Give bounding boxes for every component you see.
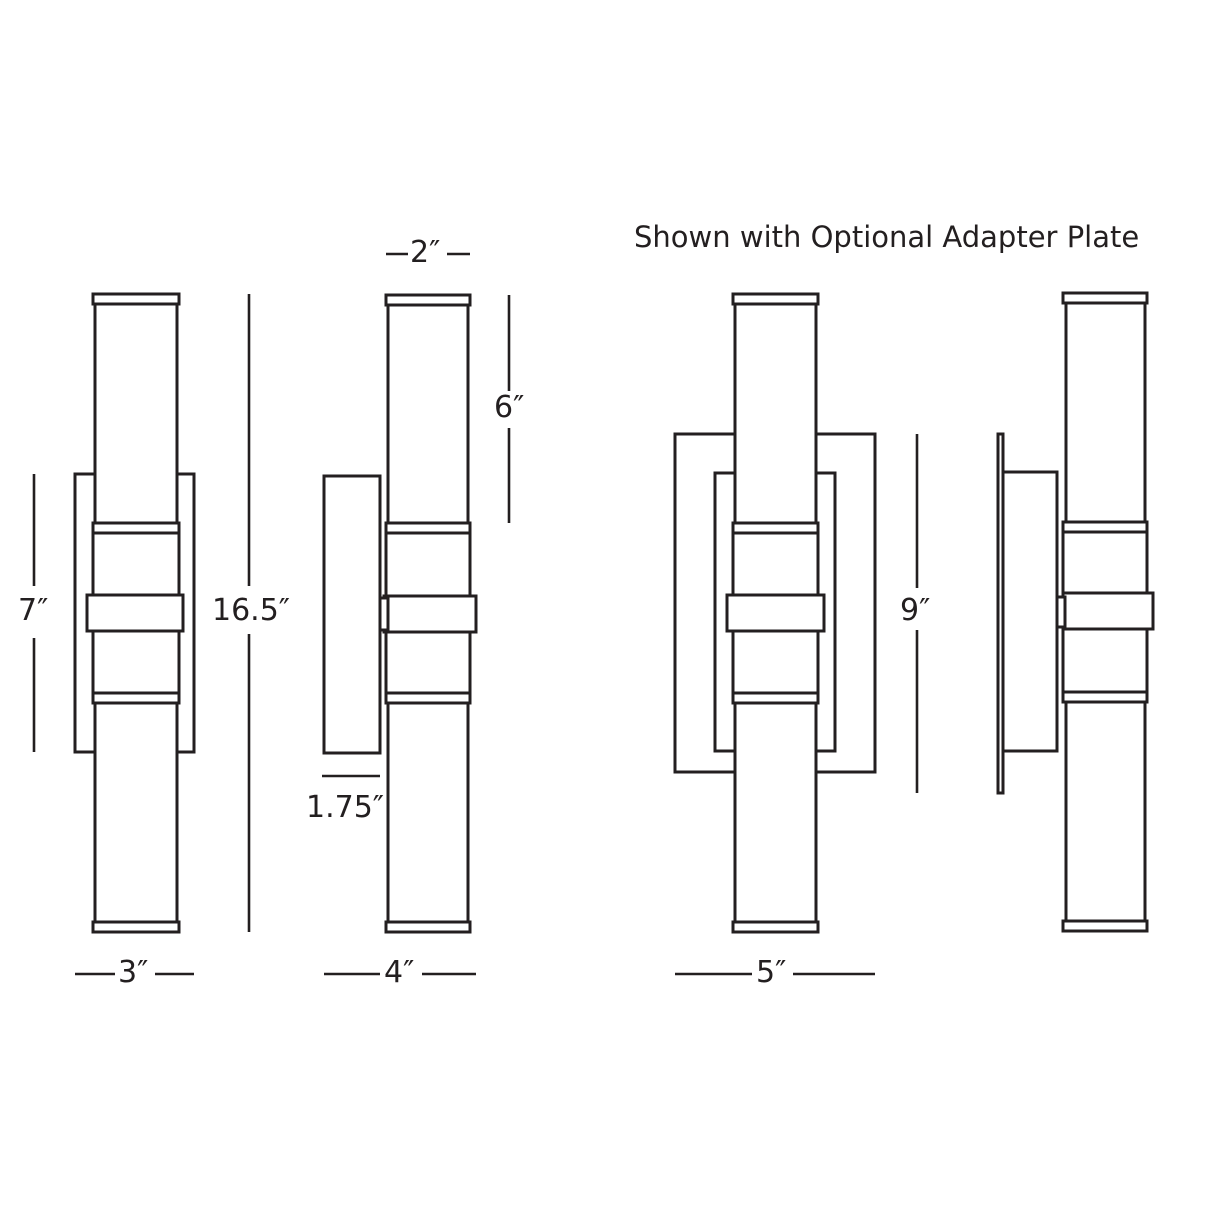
backplate-side: [1001, 470, 1059, 753]
dim-label-5: 5″: [756, 955, 787, 990]
center-band: [382, 594, 478, 634]
center-band: [85, 593, 185, 633]
top-cap: [731, 292, 820, 306]
top-cap: [91, 292, 181, 306]
front-view-with-adapter: [673, 292, 919, 976]
upper-shade: [386, 303, 470, 525]
front-view: [32, 292, 251, 976]
lower-shade: [93, 701, 179, 924]
center-band: [1061, 591, 1155, 631]
upper-shade: [733, 302, 818, 525]
side-view-with-adapter: [996, 291, 1155, 933]
lower-shade: [386, 701, 470, 924]
upper-shade: [93, 301, 179, 525]
bottom-cap: [384, 920, 472, 934]
adapter-plate-caption: Shown with Optional Adapter Plate: [634, 220, 1140, 254]
bottom-cap: [731, 920, 820, 934]
dim-label-7: 7″: [18, 593, 49, 628]
mount-stub: [1055, 595, 1067, 629]
backplate-side: [322, 474, 382, 755]
dim-label-6: 6″: [494, 390, 525, 425]
top-cap: [1061, 291, 1149, 305]
bottom-cap: [1061, 919, 1149, 933]
dim-label-1-75: 1.75″: [306, 790, 385, 825]
dim-label-2: 2″: [410, 235, 441, 270]
dim-label-16-5: 16.5″: [212, 593, 291, 628]
dim-label-9: 9″: [900, 593, 931, 628]
upper-shade: [1064, 301, 1147, 524]
dim-label-3: 3″: [118, 955, 149, 990]
dim-label-4: 4″: [384, 955, 415, 990]
lower-shade: [1064, 700, 1147, 923]
center-band: [725, 593, 826, 633]
bottom-cap: [91, 920, 181, 934]
lower-shade: [733, 701, 818, 924]
mount-stub: [378, 596, 390, 632]
side-view: [322, 252, 511, 976]
top-cap: [384, 293, 472, 307]
